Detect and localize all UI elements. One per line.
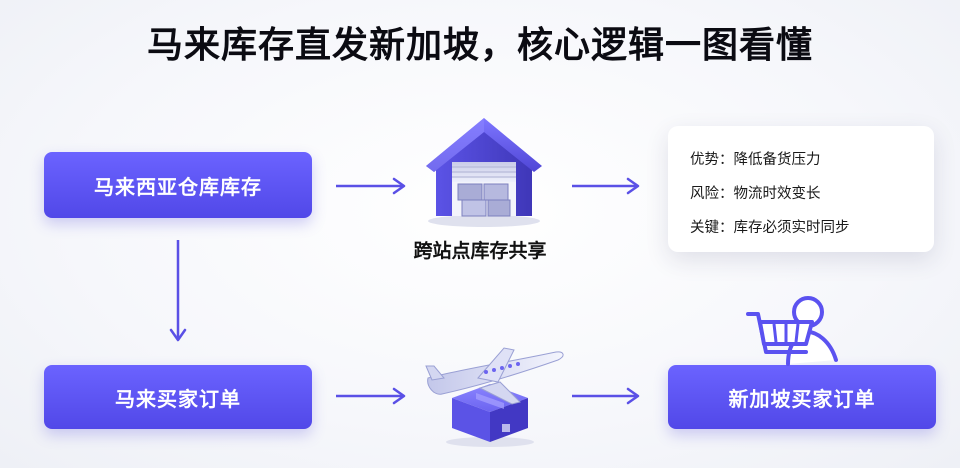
malaysia-warehouse-stock-node: 马来西亚仓库库存 <box>44 152 312 218</box>
risk-text: 风险：物流时效变长 <box>690 186 821 202</box>
arrow-shipping-to-sg-order <box>572 387 640 405</box>
arrow-warehouse-to-info <box>572 177 640 195</box>
info-card: 优势：降低备货压力 风险：物流时效变长 关键：库存必须实时同步 <box>668 126 934 252</box>
airplane-package-icon <box>425 347 564 447</box>
warehouse-icon <box>426 118 542 227</box>
arrow-stock-to-order <box>169 240 187 342</box>
advantage-text: 优势：降低备货压力 <box>690 152 821 168</box>
key-text: 关键：库存必须实时同步 <box>690 220 850 236</box>
warehouse-caption: 跨站点库存共享 <box>413 240 547 262</box>
shopping-cart-user-icon <box>746 296 838 366</box>
malaysia-buyer-order-node: 马来买家订单 <box>44 365 312 429</box>
singapore-buyer-order-node: 新加坡买家订单 <box>668 365 936 429</box>
arrow-stock-to-warehouse <box>336 177 406 195</box>
arrow-order-to-shipping <box>336 387 406 405</box>
page-title: 马来库存直发新加坡，核心逻辑一图看懂 <box>146 25 813 66</box>
